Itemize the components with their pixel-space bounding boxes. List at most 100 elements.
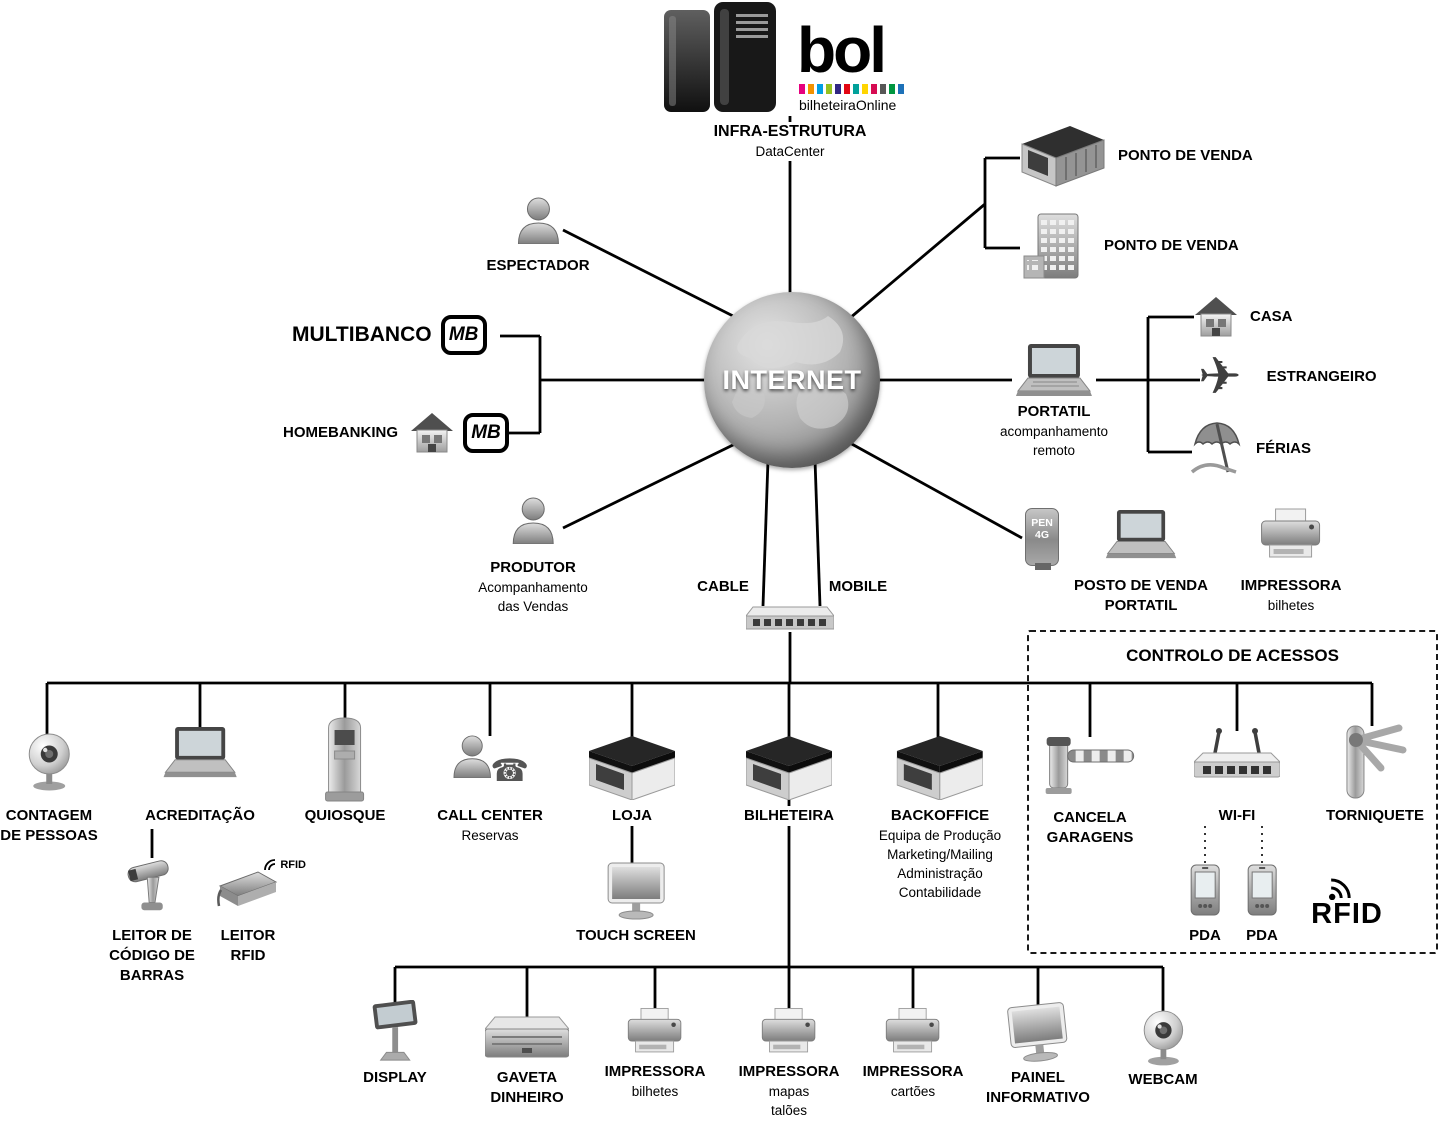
impressora-mapas-label-3: talões <box>767 1101 811 1120</box>
monitor-icon <box>1007 1002 1068 1062</box>
estrangeiro-label: ESTRANGEIRO <box>1263 367 1380 387</box>
bilheteira-label: BILHETEIRA <box>741 806 837 826</box>
acreditacao-label: ACREDITAÇÃO <box>142 806 258 826</box>
datacenter-label-node: INFRA-ESTRUTURA DataCenter <box>710 122 870 161</box>
pen4g-node: PEN 4G <box>1025 508 1059 570</box>
rfid-tag-text: RFID <box>280 859 306 871</box>
printer-icon <box>1261 508 1321 558</box>
pda-icon <box>1190 864 1220 916</box>
torniquete-label: TORNIQUETE <box>1322 806 1428 826</box>
backoffice-sublabel-4: Contabilidade <box>895 883 985 902</box>
call-center-node: ☎ CALL CENTER Reservas <box>434 732 546 845</box>
booth-icon <box>746 736 832 800</box>
impressora-remota-sublabel: bilhetes <box>1264 596 1318 615</box>
portatil-sublabel-1: acompanhamento <box>996 422 1112 441</box>
wifi-node: WI-FI <box>1194 727 1280 826</box>
cancela-label-2: GARAGENS <box>1043 828 1137 848</box>
printer-icon <box>628 1007 682 1053</box>
impressora-cartoes-label-1: IMPRESSORA <box>859 1062 967 1082</box>
cable-label: CABLE <box>694 577 752 597</box>
backoffice-node: BACKOFFICE Equipa de Produção Marketing/… <box>875 736 1005 902</box>
ponto-venda-1-label: PONTO DE VENDA <box>1115 146 1256 166</box>
person-icon <box>517 197 559 244</box>
produtor-node: PRODUTOR Acompanhamento das Vendas <box>475 496 591 616</box>
pen4g-line1: PEN <box>1031 517 1053 529</box>
call-center-icon-group: ☎ <box>451 732 529 786</box>
ferias-label: FÉRIAS <box>1253 439 1315 459</box>
cancela-node: CANCELA GARAGENS <box>1043 734 1137 848</box>
pda2-label: PDA <box>1243 926 1281 946</box>
rfid-signal-icon <box>264 859 276 871</box>
impressora-bilhetes-label-2: bilhetes <box>628 1082 682 1101</box>
loja-node: LOJA <box>589 736 675 826</box>
acreditacao-node: ACREDITAÇÃO <box>142 727 258 826</box>
estrangeiro-node: ✈ ESTRANGEIRO <box>1198 351 1380 403</box>
pda1-node: PDA <box>1186 864 1224 946</box>
webcam-icon <box>1143 1010 1183 1066</box>
impressora-bilhetes-label-1: IMPRESSORA <box>601 1062 709 1082</box>
cash-drawer-icon <box>485 1016 569 1058</box>
mobile-label-node: MOBILE <box>825 577 891 597</box>
painel-node: PAINEL INFORMATIVO <box>983 1002 1093 1108</box>
booth-icon <box>589 736 675 800</box>
bol-logo-subtext: bilheteiraOnline <box>799 97 897 113</box>
impressora-remota-node: IMPRESSORA bilhetes <box>1237 508 1345 615</box>
bol-logo: bol bilheteiraOnline <box>797 14 917 113</box>
wifi-label: WI-FI <box>1215 806 1259 826</box>
impressora-mapas-label-2: mapas <box>765 1082 813 1101</box>
contagem-label-2: DE PESSOAS <box>0 826 101 846</box>
rfid-signal-icon <box>1328 878 1351 900</box>
network-switch-icon <box>746 606 834 630</box>
server-icon <box>664 2 776 112</box>
house-icon <box>1195 297 1237 337</box>
multibanco-node: MULTIBANCO MB <box>292 315 487 355</box>
leitor-rfid-node: RFID LEITOR RFID <box>216 858 306 966</box>
homebanking-label: HOMEBANKING <box>280 423 401 443</box>
pen4g-line2: 4G <box>1034 529 1049 541</box>
pda-icon <box>1247 864 1277 916</box>
espectador-label: ESPECTADOR <box>483 256 593 276</box>
datacenter-sublabel: DataCenter <box>752 142 828 161</box>
turnstile-icon <box>1346 724 1407 799</box>
touch-screen-node: TOUCH SCREEN <box>573 862 699 946</box>
quiosque-label: QUIOSQUE <box>301 806 389 826</box>
mobile-label: MOBILE <box>825 577 891 597</box>
globe-icon <box>732 316 849 429</box>
portatil-label: PORTATIL <box>1014 402 1094 422</box>
person-icon <box>453 735 491 778</box>
gaveta-node: GAVETA DINHEIRO <box>485 1016 569 1108</box>
impressora-remota-label: IMPRESSORA <box>1237 576 1345 596</box>
rfid-reader-icon <box>217 871 278 907</box>
leitor-codigo-label-2: CÓDIGO DE <box>106 946 198 966</box>
bol-logo-text: bol <box>797 14 887 86</box>
phone-icon: ☎ <box>490 753 529 788</box>
controlo-acessos-title: CONTROLO DE ACESSOS <box>1126 646 1339 665</box>
ponto-venda-2-label: PONTO DE VENDA <box>1101 236 1242 256</box>
impressora-mapas-node: IMPRESSORA mapas talões <box>735 1006 843 1120</box>
booth-icon <box>897 736 983 800</box>
display-node: DISPLAY <box>360 1000 430 1088</box>
multibanco-label: MULTIBANCO <box>292 323 432 346</box>
impressora-cartoes-label-2: cartões <box>887 1082 939 1101</box>
impressora-cartoes-node: IMPRESSORA cartões <box>859 1006 967 1101</box>
cancela-label-1: CANCELA <box>1050 808 1130 828</box>
usb-pen-icon: PEN 4G <box>1025 508 1059 570</box>
leitor-codigo-label-3: BARRAS <box>116 966 188 986</box>
impressora-bilhetes-node: IMPRESSORA bilhetes <box>601 1006 709 1101</box>
rfid-logo-node: RFID <box>1311 872 1383 929</box>
pda1-label: PDA <box>1186 926 1224 946</box>
casa-node: CASA <box>1194 296 1296 338</box>
ponto-venda-2-node: PONTO DE VENDA <box>1022 210 1242 282</box>
painel-label-2: INFORMATIVO <box>983 1088 1093 1108</box>
portatil-node: PORTATIL acompanhamento remoto <box>996 344 1112 460</box>
homebanking-node: HOMEBANKING MB <box>280 412 509 454</box>
printer-icon <box>886 1007 940 1053</box>
gaveta-label-2: DINHEIRO <box>487 1088 567 1108</box>
backoffice-label: BACKOFFICE <box>887 806 993 826</box>
controlo-acessos-group: CONTROLO DE ACESSOS <box>1027 630 1438 954</box>
portatil-sublabel-2: remoto <box>1029 441 1079 460</box>
casa-label: CASA <box>1247 307 1296 327</box>
leitor-rfid-label-2: RFID <box>227 946 269 966</box>
backoffice-sublabel-3: Administração <box>894 864 986 883</box>
